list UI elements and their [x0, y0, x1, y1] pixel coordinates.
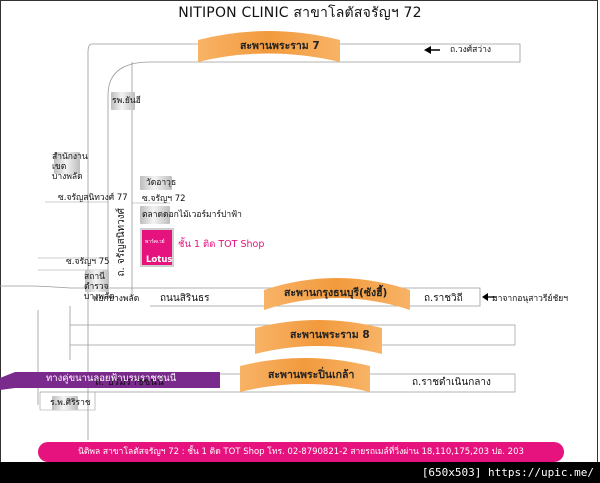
contact-footer: นิติพล สาขาโลตัสจรัญฯ 72 : ชั้น 1 ติด TO…	[38, 442, 564, 462]
lotus-label: Lotus	[146, 255, 173, 265]
bridge-krungthon-shape	[264, 278, 410, 310]
bridge-rama7-shape	[198, 31, 340, 62]
lotus-store-marker	[140, 228, 174, 267]
soi72-label: ซ.จรัญฯ 72	[142, 194, 186, 204]
tot-shop-label: ชั้น 1 ติด TOT Shop	[178, 239, 265, 250]
elevated-road-shape	[0, 372, 220, 390]
police-block	[85, 270, 109, 292]
road-left-curve	[107, 61, 151, 298]
watermark-bar: [650x503] https://upic.me/	[0, 462, 600, 483]
bridge-pinklao-shape	[240, 358, 370, 392]
wat-block	[140, 176, 172, 190]
road-wongsawang-label: ถ.วงศ์สว่าง	[450, 45, 492, 55]
road-from-victory-label: มาจากอนุสาวรีย์ชัยฯ	[492, 294, 568, 304]
market-label: ตลาดดอกไม้เวอร์มาร์ปาฟ้า	[142, 210, 242, 220]
siriraj-block	[52, 396, 78, 410]
hospital-block	[111, 92, 135, 110]
bridge-rama8-label: สะพานพระราม 8	[290, 329, 370, 341]
district-office-block	[54, 152, 80, 174]
soi77-label: ซ.จรัญสนิทวงศ์ 77	[58, 193, 128, 203]
bridge-rama8-shape	[255, 320, 382, 354]
bridge-krungthon-label: สะพานกรุงธนบุรี(ซังฮี้)	[284, 287, 388, 299]
police-label: สถานีตำรวจบางพลัด	[84, 272, 115, 302]
district-office-label: สำนักงานเขตบางพลัด	[52, 152, 88, 182]
hospital-label: รพ.ยันฮี	[112, 96, 141, 106]
siriraj-label: ร.พ.ศิริราช	[50, 398, 91, 408]
road-wongsawang	[87, 43, 95, 440]
bridge-rama7-label: สะพานพระราม 7	[240, 40, 320, 52]
market-block	[140, 206, 170, 224]
elevated-road-label: ทางคู่ขนานลอยฟ้าบรมราชชนนี	[46, 373, 177, 384]
wat-label: วัดอาวุธ	[146, 178, 177, 188]
road-boromratchonnani-label: ถ. บรมราชชนนี	[95, 377, 164, 388]
yaek-bangphlat-label: แยกบางพลัด	[93, 294, 140, 304]
road-ratchadamnoen-label: ถ.ราชดำเนินกลาง	[412, 377, 491, 388]
road-lower-left	[37, 306, 71, 405]
lotus-mini-label: พาร์คเวย์	[145, 239, 165, 245]
road-charan-label: ถ. จรัญสนิทวงศ์	[116, 208, 127, 277]
map-title: NITIPON CLINIC สาขาโลตัสจรัญฯ 72	[178, 5, 422, 21]
road-siriraj	[39, 392, 96, 411]
bridge-pinklao-label: สะพานพระปิ่นเกล้า	[268, 369, 355, 381]
soi75-label: ซ.จรัญฯ 75	[66, 257, 110, 267]
road-sirinthorn-label: ถนนสิรินธร	[160, 293, 210, 304]
road-ratchawithi-label: ถ.ราชวิถี	[424, 293, 463, 304]
